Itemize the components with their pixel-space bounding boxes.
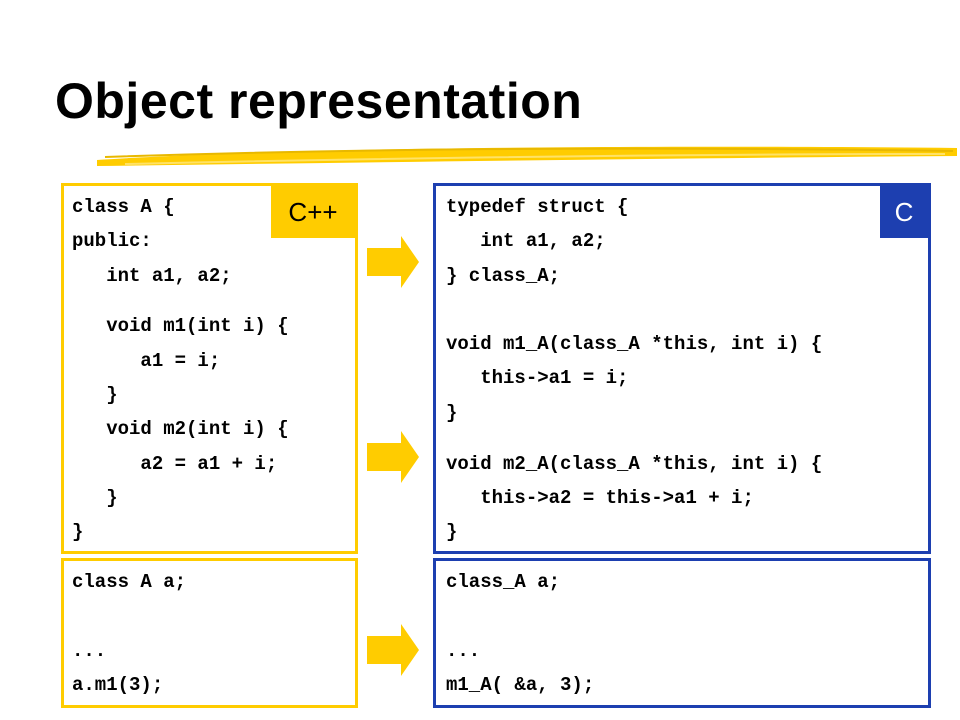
code-line: }	[72, 384, 118, 406]
code-line: public:	[72, 230, 152, 252]
code-line: void m2_A(class_A *this, int i) {	[446, 453, 823, 475]
code-line: void m1_A(class_A *this, int i) {	[446, 333, 823, 355]
code-line: void m1(int i) {	[72, 315, 289, 337]
slide-title: Object representation	[55, 73, 583, 129]
code-line: void m2(int i) {	[72, 418, 289, 440]
code-line: typedef struct {	[446, 196, 629, 218]
right-arrow-icon	[367, 624, 419, 676]
code-line: }	[72, 521, 84, 543]
c-language-tag: C	[880, 186, 928, 238]
code-line: ...	[72, 640, 107, 662]
code-line: class A a;	[72, 571, 187, 593]
right-arrow-icon	[367, 431, 419, 483]
cpp-usage-box: class A a; ... a.m1(3);	[61, 558, 358, 708]
code-line: m1_A( &a, 3);	[446, 674, 595, 696]
title-underline-brush	[97, 146, 957, 166]
right-arrow-icon	[367, 236, 419, 288]
code-line: }	[72, 487, 118, 509]
code-line: }	[446, 521, 458, 543]
code-line: this->a2 = this->a1 + i;	[446, 487, 754, 509]
c-usage-box: class_A a; ... m1_A( &a, 3);	[433, 558, 931, 708]
code-line: a1 = i;	[72, 350, 221, 372]
cpp-class-box: C++ class A { public: int a1, a2; void m…	[61, 183, 358, 554]
code-line: int a1, a2;	[72, 265, 232, 287]
code-line: class_A a;	[446, 571, 561, 593]
c-struct-box: C typedef struct { int a1, a2; } class_A…	[433, 183, 931, 554]
code-line: a2 = a1 + i;	[72, 453, 278, 475]
code-line: class A {	[72, 196, 175, 218]
cpp-language-tag: C++	[271, 186, 355, 238]
code-line: } class_A;	[446, 265, 561, 287]
code-line: this->a1 = i;	[446, 367, 629, 389]
code-line: ...	[446, 640, 481, 662]
code-line: int a1, a2;	[446, 230, 606, 252]
code-line: }	[446, 402, 458, 424]
code-line: a.m1(3);	[72, 674, 164, 696]
